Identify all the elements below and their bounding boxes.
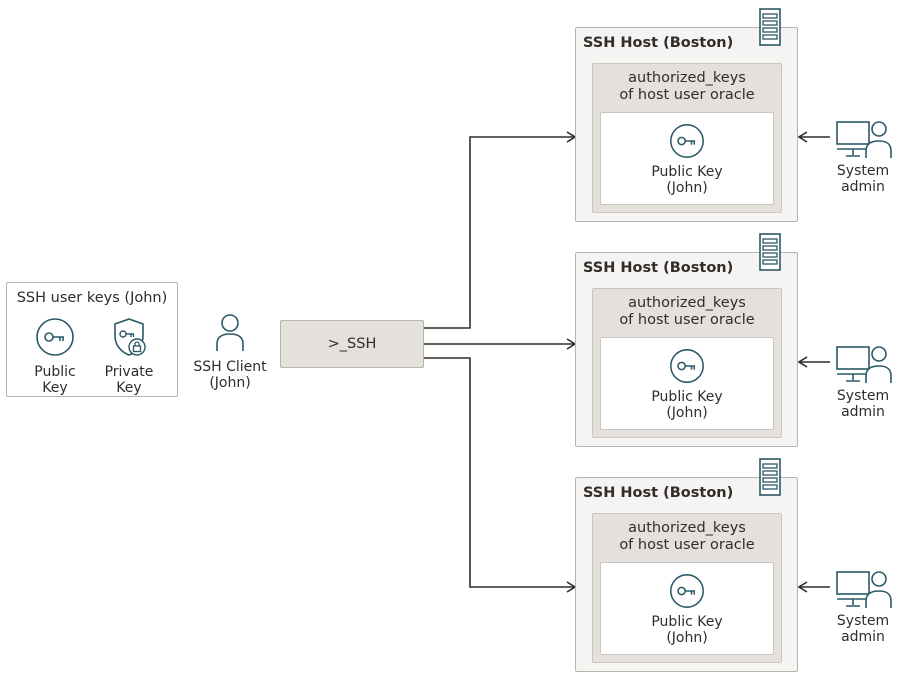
authorized-keys-label: authorized_keys	[628, 520, 746, 536]
private-key-label-line2: Key	[116, 380, 142, 396]
public-key-box: Public Key (John)	[600, 337, 774, 430]
public-key-owner: (John)	[666, 630, 708, 646]
host-title: SSH Host (Boston)	[583, 485, 734, 501]
admin-computer-icon	[836, 571, 892, 608]
admin-label-line2: admin	[841, 629, 885, 645]
ssh-user-keys-title: SSH user keys (John)	[16, 290, 168, 306]
key-icon	[36, 318, 74, 356]
admin-label-line2: admin	[841, 404, 885, 420]
authorized-keys-box: authorized_keys of host user oracle Publ…	[592, 288, 782, 438]
server-icon	[759, 8, 781, 46]
server-icon	[759, 458, 781, 496]
admin-label-line1: System	[836, 163, 890, 179]
arrow-to-host-1	[424, 137, 575, 329]
public-key-owner: (John)	[666, 405, 708, 421]
ssh-client-label-line2: (John)	[209, 375, 251, 391]
authorized-keys-label: authorized_keys	[628, 295, 746, 311]
host-title: SSH Host (Boston)	[583, 35, 734, 51]
system-admin-3: System admin	[830, 570, 896, 645]
private-key-item: Private Key	[89, 317, 169, 396]
private-key-label-line1: Private	[104, 364, 154, 380]
arrow-to-host-3	[424, 357, 575, 587]
authorized-keys-box: authorized_keys of host user oracle Publ…	[592, 63, 782, 213]
system-admin-1: System admin	[830, 120, 896, 195]
host-user-label: of host user oracle	[619, 87, 755, 103]
host-user-label: of host user oracle	[619, 537, 755, 553]
ssh-host-3: SSH Host (Boston) authorized_keys of hos…	[575, 458, 798, 672]
public-key-box: Public Key (John)	[600, 562, 774, 655]
ssh-host-1: SSH Host (Boston) authorized_keys of hos…	[575, 8, 798, 222]
user-icon	[216, 314, 244, 351]
admin-label-line1: System	[836, 388, 890, 404]
ssh-client-label-line1: SSH Client	[193, 359, 267, 375]
authorized-keys-label: authorized_keys	[628, 70, 746, 86]
ssh-label: >_SSH	[327, 336, 377, 352]
server-icon	[759, 233, 781, 271]
admin-computer-icon	[836, 346, 892, 383]
public-key-label: Public Key	[651, 164, 723, 180]
ssh-client: SSH Client (John)	[186, 313, 274, 391]
host-title: SSH Host (Boston)	[583, 260, 734, 276]
public-key-label-line2: Key	[42, 380, 68, 396]
public-key-owner: (John)	[666, 180, 708, 196]
public-key-box: Public Key (John)	[600, 112, 774, 205]
admin-computer-icon	[836, 121, 892, 158]
key-icon	[670, 124, 704, 158]
key-icon	[670, 349, 704, 383]
public-key-label: Public Key	[651, 614, 723, 630]
authorized-keys-box: authorized_keys of host user oracle Publ…	[592, 513, 782, 663]
system-admin-2: System admin	[830, 345, 896, 420]
admin-label-line2: admin	[841, 179, 885, 195]
public-key-label-line1: Public	[34, 364, 76, 380]
public-key-item: Public Key	[15, 317, 95, 396]
public-key-label: Public Key	[651, 389, 723, 405]
ssh-host-2: SSH Host (Boston) authorized_keys of hos…	[575, 233, 798, 447]
host-user-label: of host user oracle	[619, 312, 755, 328]
ssh-box: >_SSH	[280, 320, 424, 368]
admin-label-line1: System	[836, 613, 890, 629]
key-lock-shield-icon	[114, 318, 146, 356]
ssh-user-keys-box: SSH user keys (John) Public Key Private …	[6, 282, 178, 397]
key-icon	[670, 574, 704, 608]
